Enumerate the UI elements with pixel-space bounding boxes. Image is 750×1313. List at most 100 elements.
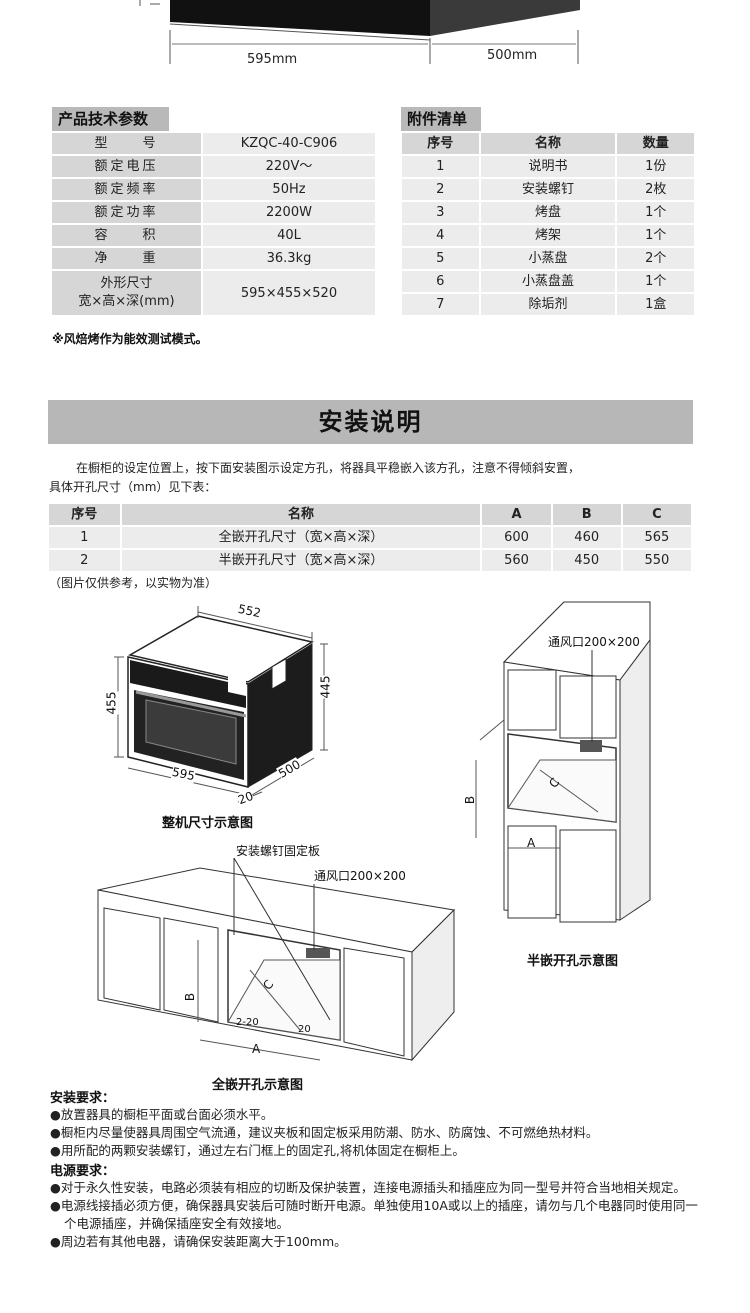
- power-req-item: ●周边若有其他电器，请确保安装距离大于100mm。: [50, 1234, 347, 1249]
- cutout-cell: 565: [622, 527, 691, 548]
- full-a-label: A: [252, 1042, 261, 1056]
- accessories-cell: 1个: [617, 271, 694, 292]
- accessories-cell: 7: [402, 294, 479, 315]
- spec-value: 50Hz: [203, 179, 375, 200]
- cutout-cell: 550: [622, 550, 691, 571]
- accessories-cell: 2: [402, 179, 479, 200]
- accessories-header-cell: 数量: [617, 133, 694, 154]
- accessories-header-cell: 名称: [480, 133, 616, 154]
- full-b-label: B: [183, 992, 198, 1002]
- spec-row: 外形尺寸宽×高×深(mm)595×455×520: [52, 271, 375, 315]
- reference-note: （图片仅供参考，以实物为准）: [49, 576, 218, 590]
- half-b-label: B: [463, 795, 478, 805]
- spec-value: 595×455×520: [203, 271, 375, 315]
- cutout-header-cell: 名称: [121, 504, 481, 525]
- cutout-header-cell: 序号: [49, 504, 120, 525]
- specs-title: 产品技术参数: [52, 107, 169, 131]
- oven-gap-dim: 20: [236, 788, 256, 808]
- accessories-cell: 1盒: [617, 294, 694, 315]
- spec-value: 36.3kg: [203, 248, 375, 269]
- accessories-cell: 1个: [617, 225, 694, 246]
- spec-value: 220V～: [203, 156, 375, 177]
- oven-diagram-caption: 整机尺寸示意图: [162, 816, 254, 831]
- accessories-cell: 2个: [617, 248, 694, 269]
- spec-label: 容 积: [52, 225, 201, 246]
- spec-label: 型 号: [52, 133, 201, 154]
- full-gap2-label: 20: [298, 1024, 311, 1035]
- oven-width-dim: 595: [170, 764, 197, 784]
- full-gap1-label: 2-20: [236, 1017, 259, 1028]
- spec-note: ※风焙烤作为能效测试模式。: [52, 332, 208, 346]
- top-oven-dimension-graphic: [139, 0, 580, 64]
- accessories-cell: 4: [402, 225, 479, 246]
- accessories-cell: 小蒸盘盖: [480, 271, 616, 292]
- spec-label: 额定电压: [52, 156, 201, 177]
- accessories-cell: 说明书: [480, 156, 616, 177]
- accessories-cell: 小蒸盘: [480, 248, 616, 269]
- cutout-cell: 2: [49, 550, 120, 571]
- accessories-cell: 5: [402, 248, 479, 269]
- accessories-cell: 烤盘: [480, 202, 616, 223]
- spec-label: 额定频率: [52, 179, 201, 200]
- full-c-label: C: [260, 977, 277, 993]
- install-intro-2: 具体开孔尺寸（mm）见下表：: [49, 480, 217, 494]
- cutout-cell: 全嵌开孔尺寸（宽×高×深）: [121, 527, 481, 548]
- oven-height-left-dim: 455: [104, 691, 119, 715]
- cutout-cell: 560: [482, 550, 551, 571]
- size-label-line1: 外形尺寸: [100, 276, 153, 291]
- half-a-label: A: [527, 836, 536, 850]
- power-req-item: ●对于永久性安装，电路必须装有相应的切断及保护装置，连接电源插头和插座应为同一型…: [50, 1180, 686, 1195]
- oven-depth-dim: 500: [276, 757, 303, 781]
- cutout-cell: 600: [482, 527, 551, 548]
- cutout-cell: 1: [49, 527, 120, 548]
- cutout-cell: 460: [552, 527, 621, 548]
- spec-value: KZQC-40-C906: [203, 133, 375, 154]
- accessories-cell: 1: [402, 156, 479, 177]
- spec-label: 外形尺寸宽×高×深(mm): [52, 271, 201, 315]
- install-req-title: 安装要求：: [50, 1091, 116, 1106]
- oven-top-dim: 552: [236, 601, 263, 621]
- requirements-block: 安装要求： ●放置器具的橱柜平面或台面必须水平。 ●橱柜内尽量使器具周围空气流通，…: [50, 1087, 700, 1251]
- accessories-header-cell: 序号: [402, 133, 479, 154]
- full-screw-plate-label: 安装螺钉固定板: [236, 842, 321, 859]
- size-label-line2: 宽×高×深(mm): [78, 294, 175, 309]
- power-req-title: 电源要求：: [50, 1164, 116, 1179]
- accessories-cell: 2枚: [617, 179, 694, 200]
- power-req-item: ●电源线接插必须方便，确保器具安装后可随时断开电源。单独使用10A或以上的插座，…: [50, 1198, 698, 1231]
- install-req-item: ●放置器具的橱柜平面或台面必须水平。: [50, 1107, 274, 1122]
- accessories-header-row: 序号名称数量: [402, 133, 694, 154]
- full-vent-label: 通风口200×200: [314, 867, 406, 884]
- oven-height-right-dim: 445: [318, 675, 333, 699]
- top-depth-label: 500mm: [487, 48, 538, 63]
- half-vent-label: 通风口200×200: [548, 633, 640, 650]
- cutout-header-cell: B: [552, 504, 621, 525]
- install-req-item: ●橱柜内尽量使器具周围空气流通，建议夹板和固定板采用防潮、防水、防腐蚀、不可燃绝…: [50, 1125, 599, 1140]
- accessories-cell: 6: [402, 271, 479, 292]
- install-req-list: ●放置器具的橱柜平面或台面必须水平。 ●橱柜内尽量使器具周围空气流通，建议夹板和固…: [50, 1106, 700, 1160]
- spec-label: 额定功率: [52, 202, 201, 223]
- accessories-cell: 1份: [617, 156, 694, 177]
- spec-value: 2200W: [203, 202, 375, 223]
- install-intro-1: 在橱柜的设定位置上，按下面安装图示设定方孔，将器具平稳嵌入该方孔，注意不得倾斜安…: [76, 461, 581, 475]
- accessories-cell: 3: [402, 202, 479, 223]
- install-banner: 安装说明: [48, 400, 693, 444]
- spec-label: 净 重: [52, 248, 201, 269]
- half-c-label: C: [546, 775, 563, 791]
- accessories-cell: 1个: [617, 202, 694, 223]
